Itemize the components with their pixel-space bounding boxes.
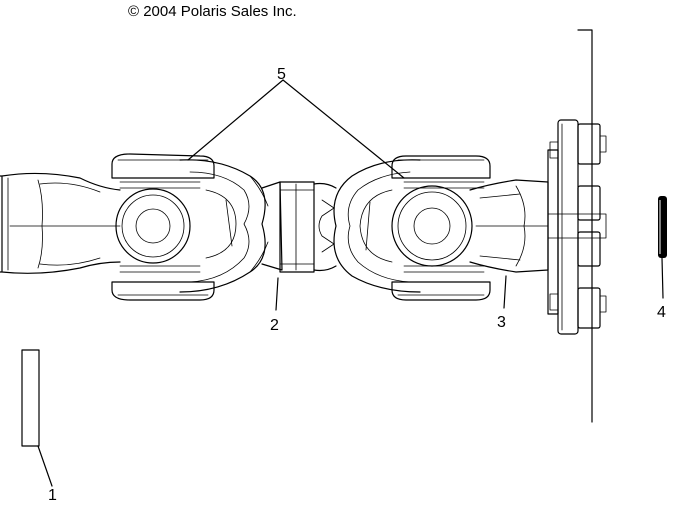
flange-plate bbox=[547, 119, 607, 335]
callout-4: 4 bbox=[657, 304, 666, 321]
leader-part-5 bbox=[187, 79, 405, 179]
right-yoke-arms bbox=[333, 159, 421, 293]
part-1-shim bbox=[21, 349, 53, 487]
reference-frame-line bbox=[577, 29, 593, 423]
part-4-roll-pin bbox=[658, 196, 667, 299]
callout-3: 3 bbox=[497, 314, 506, 331]
right-shaft-yoke bbox=[469, 179, 549, 273]
left-bearing-cap-top bbox=[111, 153, 215, 189]
center-slip-shaft bbox=[261, 181, 337, 273]
leader-part-2 bbox=[275, 277, 279, 311]
right-bearing-cap-bottom bbox=[391, 265, 491, 301]
left-bearing-cap-bottom bbox=[111, 265, 215, 301]
callout-2: 2 bbox=[270, 317, 279, 334]
copyright-text: © 2004 Polaris Sales Inc. bbox=[128, 3, 297, 20]
callout-5: 5 bbox=[277, 66, 286, 83]
left-yoke-arms bbox=[179, 159, 269, 293]
right-cross-bearing bbox=[391, 185, 473, 267]
callout-1: 1 bbox=[48, 487, 57, 504]
leader-part-3 bbox=[503, 275, 507, 309]
left-cross-bearing bbox=[115, 188, 191, 264]
left-shaft-yoke bbox=[0, 172, 121, 274]
